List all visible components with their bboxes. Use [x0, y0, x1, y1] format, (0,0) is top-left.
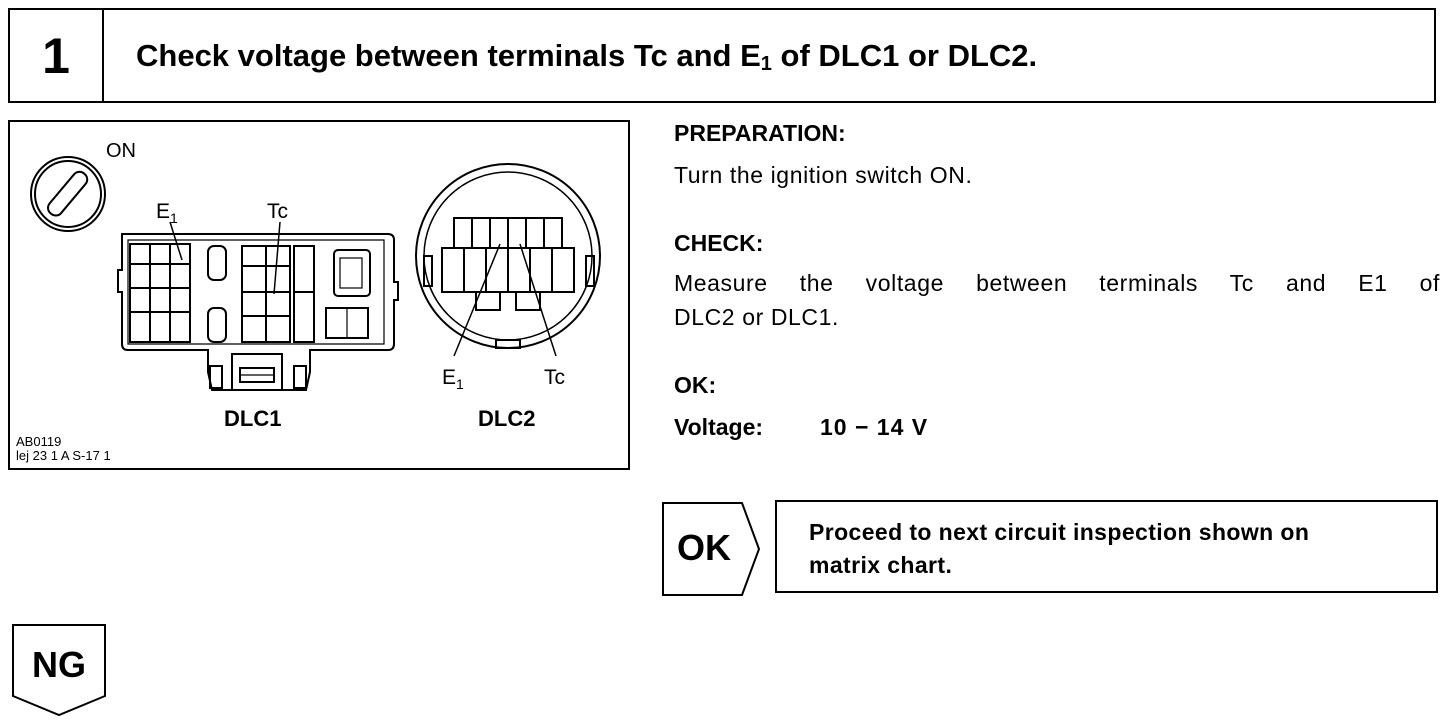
step-header: 1 Check voltage between terminals Tc and…: [8, 8, 1436, 103]
dlc1-name-label: DLC1: [224, 406, 281, 431]
ignition-switch-icon: [30, 156, 106, 232]
ok-result-text: Proceed to next circuit inspection shown…: [809, 516, 1419, 582]
ok-result-box: Proceed to next circuit inspection shown…: [775, 500, 1438, 593]
dlc2-connector: [415, 163, 601, 349]
preparation-heading: PREPARATION:: [674, 120, 846, 146]
connector-diagram: ON: [16, 140, 601, 463]
ok-result-line2: matrix chart.: [809, 552, 953, 578]
preparation-text: Turn the ignition switch ON.: [674, 162, 973, 188]
step-number: 1: [10, 10, 104, 101]
check-heading: CHECK:: [674, 230, 764, 256]
ok-tab-label: OK: [677, 527, 731, 568]
dlc1-connector: [117, 233, 399, 391]
ok-tab: [662, 502, 761, 596]
voltage-label: Voltage:: [674, 414, 764, 440]
ng-tab: [12, 624, 106, 717]
figure-code-line2: lej 23 1 A S-17 1: [16, 448, 111, 463]
ok-spec-heading: OK:: [674, 372, 717, 398]
figure-code-line1: AB0119: [16, 434, 61, 449]
connector-figure: ON: [8, 120, 630, 470]
dlc2-name-label: DLC2: [478, 406, 535, 431]
ng-tab-label: NG: [32, 644, 86, 685]
check-text-line2: DLC2 or DLC1.: [674, 304, 840, 330]
check-text-line1: Measure the voltage between terminals Tc…: [674, 270, 1440, 296]
ignition-on-label: ON: [106, 140, 136, 162]
dlc1-e-label: E1: [156, 200, 178, 226]
voltage-value: 10 − 14 V: [820, 414, 929, 440]
step-title-part2: of DLC1 or DLC2.: [771, 38, 1038, 73]
dlc2-e-label: E1: [442, 366, 464, 392]
dlc2-tc-label: Tc: [544, 366, 565, 389]
step-title-subscript: 1: [760, 53, 772, 75]
step-title-part1: Check voltage between terminals Tc and E: [136, 38, 761, 73]
step-title: Check voltage between terminals Tc and E…: [136, 38, 1037, 76]
dlc1-tc-label: Tc: [267, 200, 288, 223]
ok-result-line1: Proceed to next circuit inspection shown…: [809, 519, 1310, 545]
